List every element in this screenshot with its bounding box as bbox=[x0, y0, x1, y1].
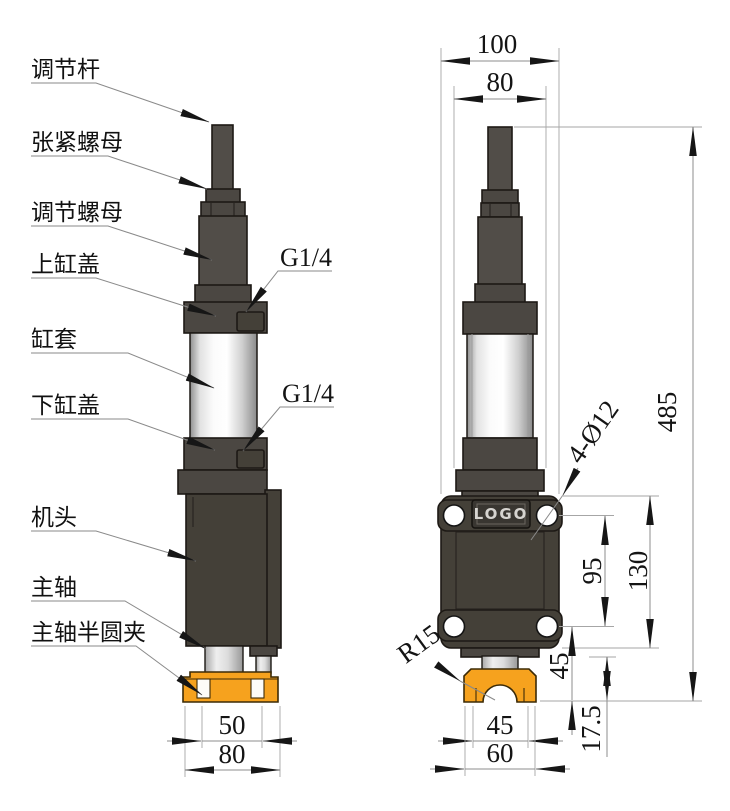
dim-top-inner-width: 80 bbox=[487, 67, 514, 97]
side-head bbox=[185, 493, 268, 647]
dim-top-outer-width: 100 bbox=[477, 29, 518, 59]
front-adjust-nut bbox=[480, 202, 520, 218]
leader-mount-holes bbox=[562, 467, 581, 496]
leader-cylinder-sleeve bbox=[31, 352, 215, 389]
leader-adjust-rod bbox=[31, 82, 210, 123]
leader-adjust-nut bbox=[31, 225, 213, 261]
dim-front-clamp-inner: 45 bbox=[487, 710, 514, 740]
front-tension-nut bbox=[481, 189, 519, 204]
label-head: 机头 bbox=[31, 505, 77, 531]
front-neck-step bbox=[474, 283, 526, 304]
front-neck bbox=[477, 216, 523, 286]
front-view-dimensions: 100 80 485 130 95 45 17.5 45 bbox=[430, 29, 702, 776]
leader-lower-cap bbox=[31, 418, 216, 451]
side-adjust-rod bbox=[211, 124, 234, 192]
side-neck bbox=[198, 215, 248, 287]
front-lower-cap bbox=[462, 437, 538, 471]
leader-port-lower bbox=[242, 406, 334, 452]
mount-hole-bottom-left bbox=[442, 615, 466, 638]
label-port-upper: G1/4 bbox=[280, 243, 332, 272]
front-spindle-clamp bbox=[463, 668, 537, 703]
front-adjust-rod bbox=[487, 126, 513, 192]
mount-hole-bottom-right bbox=[535, 615, 559, 638]
side-second-rod bbox=[255, 655, 272, 674]
dim-side-clamp-inner: 50 bbox=[219, 710, 246, 740]
logo-plate-inner bbox=[476, 503, 526, 525]
dim-clamp-offset: 45 bbox=[544, 653, 574, 680]
side-spindle-boss bbox=[249, 645, 278, 657]
dim-overall-height: 485 bbox=[652, 392, 682, 433]
label-spindle: 主轴 bbox=[31, 575, 77, 601]
leader-clamp-radius bbox=[434, 661, 461, 682]
front-flange bbox=[455, 469, 545, 492]
side-cylinder-sleeve bbox=[189, 332, 258, 440]
side-upper-port bbox=[236, 311, 265, 332]
logo-plate bbox=[471, 499, 531, 529]
front-upper-cap bbox=[462, 301, 538, 335]
label-adjust-rod: 调节杆 bbox=[31, 57, 100, 83]
mount-hole-top-left bbox=[442, 504, 466, 527]
leader-tension-nut bbox=[31, 155, 208, 190]
side-clamp-slot-right bbox=[250, 678, 265, 699]
side-neck-step bbox=[194, 284, 252, 304]
side-view bbox=[177, 124, 282, 703]
dim-front-clamp-outer: 60 bbox=[487, 738, 514, 768]
side-flange bbox=[177, 469, 268, 495]
logo-text: LOGO bbox=[474, 505, 529, 523]
side-adjust-nut bbox=[200, 201, 246, 218]
label-adjust-nut: 调节螺母 bbox=[31, 200, 123, 226]
front-cylinder-sleeve bbox=[466, 333, 534, 439]
side-tension-nut bbox=[205, 188, 241, 204]
front-head-panel bbox=[455, 531, 545, 610]
label-spindle-clamp: 主轴半圆夹 bbox=[31, 620, 146, 646]
dim-hole-spacing: 95 bbox=[577, 558, 607, 585]
label-port-lower: G1/4 bbox=[282, 379, 334, 408]
front-view: LOGO bbox=[437, 126, 563, 703]
label-cylinder-sleeve: 缸套 bbox=[31, 327, 77, 353]
leader-clamp-radius-tail bbox=[459, 680, 496, 701]
dim-head-height: 130 bbox=[623, 551, 653, 592]
side-view-dimensions: 50 80 bbox=[167, 706, 297, 777]
mount-hole-top-right bbox=[535, 504, 559, 527]
side-spindle bbox=[204, 645, 244, 674]
leader-port-upper bbox=[245, 270, 332, 313]
leader-mount-holes-tail bbox=[530, 494, 564, 541]
dim-clamp-depth: 17.5 bbox=[576, 705, 606, 752]
side-clamp-slot-left bbox=[196, 678, 211, 699]
label-tension-nut: 张紧螺母 bbox=[31, 130, 123, 156]
part-labels: 调节杆 张紧螺母 调节螺母 上缸盖 缸套 下缸盖 机头 主轴 主轴半圆夹 G1/… bbox=[31, 57, 334, 696]
leader-upper-cap bbox=[31, 277, 217, 317]
leader-spindle bbox=[31, 600, 207, 650]
leader-head bbox=[31, 530, 197, 562]
side-lower-port bbox=[236, 449, 265, 469]
front-bottom-ear-strip bbox=[437, 609, 563, 642]
dim-side-clamp-outer: 80 bbox=[219, 739, 246, 769]
label-upper-cap: 上缸盖 bbox=[31, 252, 100, 278]
label-lower-cap: 下缸盖 bbox=[31, 393, 100, 419]
leader-spindle-clamp bbox=[31, 645, 203, 696]
